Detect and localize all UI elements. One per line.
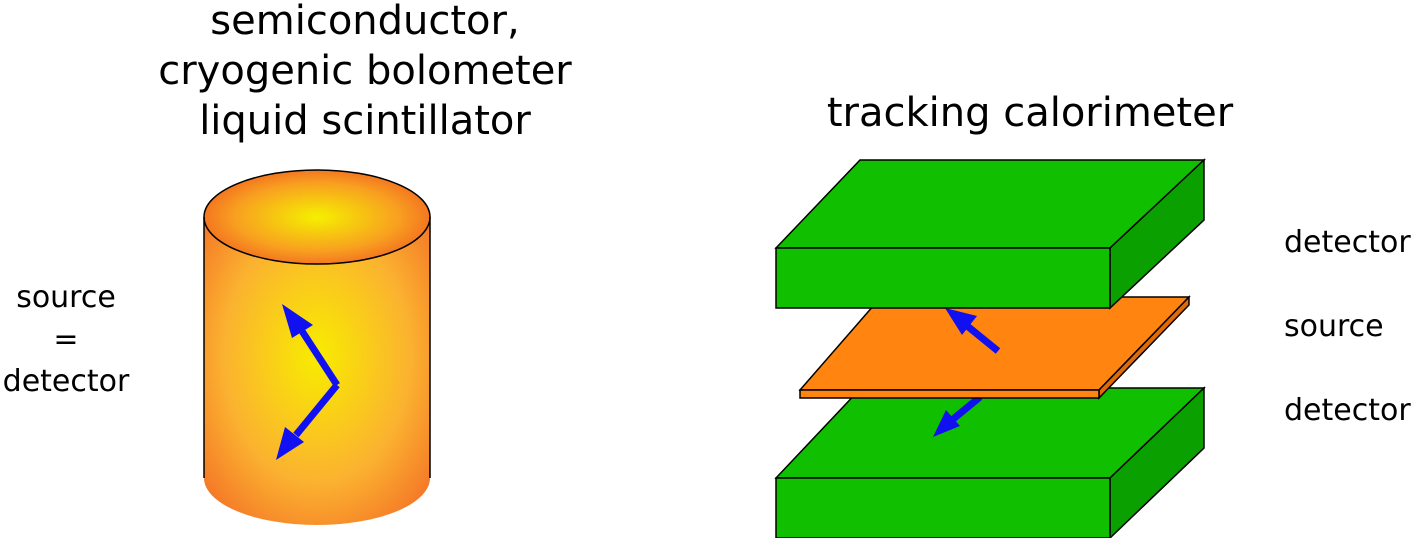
arrow-head-down [276, 427, 304, 460]
source-foil [798, 295, 1191, 400]
bottom-detector-front-face [775, 477, 1111, 538]
left-title-line-1: semiconductor, [210, 0, 520, 44]
top-detector-front-face [775, 247, 1111, 309]
bottom-detector-slab [774, 386, 1206, 538]
bottom-detector-label: detector [1284, 393, 1411, 428]
foil-arrow-up [945, 308, 1001, 354]
left-title-line-2: cryogenic bolometer [158, 48, 572, 94]
source-label: source [1284, 309, 1384, 344]
cylinder [203, 169, 431, 525]
top-detector-slab [774, 158, 1206, 310]
top-detector-label: detector [1284, 225, 1411, 260]
right-panel-title: tracking calorimeter [826, 90, 1234, 136]
source-foil-top-face [798, 296, 1191, 391]
left-title-line-3: liquid scintillator [199, 98, 531, 144]
source-foil-front-face [799, 389, 1100, 399]
source-equals-detector-label: source = detector [0, 277, 132, 403]
foil-arrow-down [933, 394, 983, 437]
side-label-line-2: = [53, 322, 79, 357]
cylinder-body [204, 217, 430, 525]
side-label-line-1: source [16, 280, 116, 315]
left-panel-title: semiconductor, cryogenic bolometer liqui… [60, 0, 670, 146]
side-label-line-3: detector [2, 364, 130, 399]
arrow-head-up [282, 304, 313, 338]
cylinder-top [203, 169, 431, 265]
cylinder-electron-arrows [276, 304, 340, 460]
